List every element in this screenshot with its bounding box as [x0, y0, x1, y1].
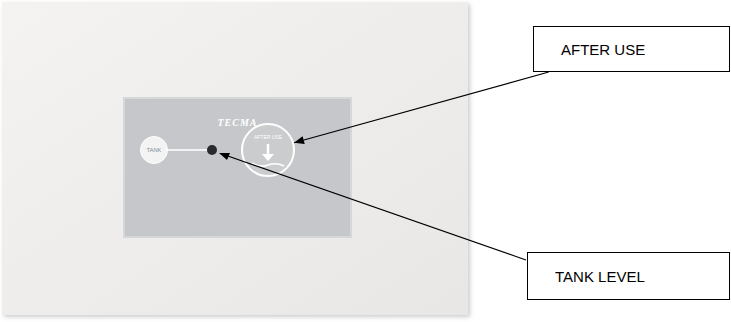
icon-label: TANK	[147, 147, 161, 153]
plate-frame	[2, 2, 468, 315]
leader-line	[294, 72, 549, 143]
callout-box: AFTER USE	[533, 26, 730, 72]
tank-line	[166, 149, 207, 151]
callout-box: TANK LEVEL	[527, 252, 730, 300]
brand-logo: TECMA	[125, 117, 350, 128]
leader-arrowhead	[219, 153, 230, 160]
leader-arrow	[294, 72, 549, 144]
callout-text: AFTER USE	[561, 41, 645, 58]
arrowhead	[294, 136, 305, 144]
water-wave	[252, 163, 284, 166]
callout-text: TANK LEVEL	[555, 268, 645, 285]
down-arrow-head	[262, 154, 274, 161]
after-use-button: AFTER USE	[241, 123, 295, 177]
button-label: AFTER USE	[243, 134, 293, 140]
level-led	[207, 145, 217, 155]
leader-line	[225, 155, 526, 260]
tank-icon: TANK	[140, 136, 168, 164]
button-symbol	[243, 125, 293, 175]
control-panel: TECMA TANK AFTER USE	[123, 97, 352, 238]
